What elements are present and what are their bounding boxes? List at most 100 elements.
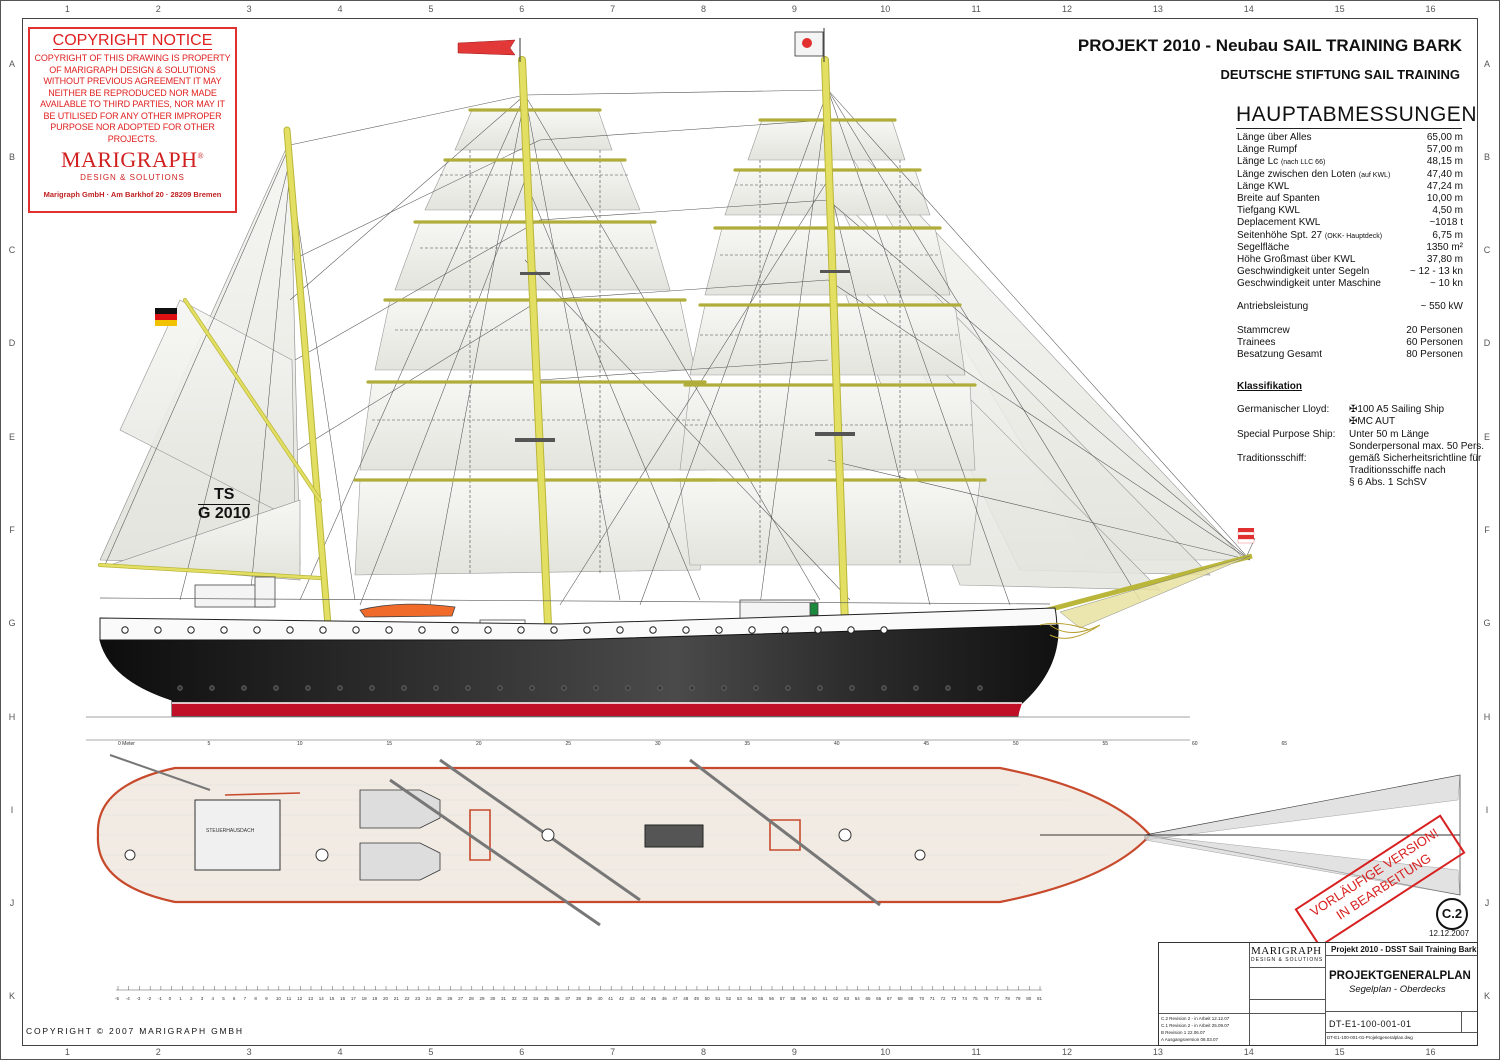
title-block-project: Projekt 2010 - DSST Sail Training Bark	[1331, 945, 1477, 954]
dimension-label: Länge Rumpf	[1237, 144, 1298, 156]
scale-bottom-label: 78	[1005, 996, 1011, 1001]
dimension-row: Länge Lc (nach LLC 66)48,15 m	[1237, 156, 1463, 168]
dimension-row: Seitenhöhe Spt. 27 (OKK- Hauptdeck)6,75 …	[1237, 230, 1463, 242]
scale-bottom-label: 6	[233, 996, 236, 1001]
dimension-label: Segelfläche	[1237, 241, 1290, 253]
porthole	[649, 626, 657, 634]
dimension-value: 4,50 m	[1432, 205, 1463, 217]
porthole	[253, 626, 261, 634]
scale-bottom-label: 77	[994, 996, 1000, 1001]
dimension-value: 65,00 m	[1426, 132, 1463, 143]
scale-top-label: 35	[745, 741, 751, 747]
hull-porthole	[689, 685, 695, 691]
crew-label: Stammcrew	[1237, 325, 1290, 336]
dimension-label: Länge Lc (nach LLC 66)	[1237, 156, 1326, 168]
tr-value-2: Traditionsschiffe nach	[1349, 465, 1446, 476]
porthole	[550, 626, 558, 634]
gl-values: ✠100 A5 Sailing Ship ✠MC AUT	[1349, 404, 1444, 428]
scale-bottom-label: 3	[201, 996, 204, 1001]
porthole	[484, 626, 492, 634]
scale-bottom-label: 28	[469, 996, 475, 1001]
hull-porthole	[977, 685, 983, 691]
grid-row-label: K	[8, 991, 15, 1002]
grid-column-label: 13	[1152, 4, 1163, 14]
title-block-file: DT-E1-100-001-01-Projektgeneralplan.dwg	[1327, 1035, 1413, 1040]
grid-row-label: B	[1483, 151, 1490, 162]
gl-value-1: ✠100 A5 Sailing Ship	[1349, 404, 1445, 415]
dimension-row: Geschwindigkeit unter Segeln ~ 12 - 13 k…	[1237, 266, 1463, 278]
scale-bottom-label: 38	[576, 996, 582, 1001]
scale-bottom-label: 75	[973, 996, 979, 1001]
grid-column-label: 8	[701, 1047, 707, 1057]
scale-bottom-label: 50	[705, 996, 711, 1001]
grid-column-label: 4	[337, 4, 343, 14]
scale-bottom-label: 67	[887, 996, 893, 1001]
grid-column-label: 8	[701, 4, 707, 14]
scale-bottom-label: 57	[780, 996, 786, 1001]
hull-porthole	[177, 685, 183, 691]
grid-column-label: 3	[246, 4, 252, 14]
scale-bottom-label: 54	[748, 996, 754, 1001]
grid-column-label: 5	[428, 1047, 434, 1057]
porthole	[352, 626, 360, 634]
scale-bottom-label: 8	[254, 996, 257, 1001]
scale-top-label: 65	[1282, 741, 1288, 747]
scale-top-label: 10	[297, 741, 303, 747]
dimension-row: Länge über Alles 65,00 m	[1237, 132, 1463, 144]
scale-bottom-label: 59	[801, 996, 807, 1001]
revision-row: B Revision 1 22.06.07	[1161, 1030, 1206, 1035]
copyright-address: Marigraph GmbH · Am Barkhof 20 · 28209 B…	[43, 190, 222, 199]
scale-bottom-label: 62	[833, 996, 839, 1001]
grid-column-label: 13	[1152, 1047, 1163, 1057]
porthole	[418, 626, 426, 634]
revision-row: C.2 Revision 2 - in Arbeit 12.12.07	[1161, 1016, 1230, 1021]
grid-row-label: G	[1483, 618, 1491, 629]
crew-value: 60 Personen	[1406, 337, 1463, 349]
hull-porthole	[465, 685, 471, 691]
crew-label: Besatzung Gesamt	[1237, 349, 1323, 361]
scale-bottom-label: 63	[844, 996, 850, 1001]
scale-bottom-label: 13	[308, 996, 314, 1001]
revision-date: 12.12.2007	[1429, 929, 1470, 938]
scale-bottom-label: 52	[726, 996, 732, 1001]
porthole	[814, 626, 822, 634]
scale-bottom-label: 2	[190, 996, 193, 1001]
grid-row-label: A	[8, 58, 15, 69]
scale-top-label: 50	[1013, 741, 1019, 747]
scale-bottom-label: -3	[136, 996, 140, 1001]
hull-porthole	[849, 685, 855, 691]
scale-bottom-label: 36	[555, 996, 561, 1001]
scale-bottom-label: 7	[244, 996, 247, 1001]
tops	[515, 270, 855, 442]
scale-bottom-label: -1	[158, 996, 162, 1001]
scale-bottom-label: 12	[297, 996, 303, 1001]
scale-bottom-label: 14	[319, 996, 325, 1001]
scale-bottom-label: 31	[501, 996, 507, 1001]
tr-value-3: § 6 Abs. 1 SchSV	[1349, 477, 1427, 488]
scale-bottom-label: 33	[522, 996, 528, 1001]
revision-code: C.2	[1436, 898, 1468, 930]
scale-bottom-label: 81	[1037, 996, 1043, 1001]
grid-column-label: 5	[428, 4, 434, 14]
revision-row: C.1 Revision 2 - in Arbeit 25.09.07	[1161, 1023, 1230, 1028]
grid-row-label: J	[1484, 898, 1490, 909]
masts	[98, 56, 849, 629]
scale-bottom-label: 34	[533, 996, 539, 1001]
title-block-plan: PROJEKTGENERALPLAN	[1329, 970, 1471, 982]
dimensions-heading: HAUPTABMESSUNGEN	[1236, 103, 1477, 126]
scale-top-label: 5	[208, 741, 211, 747]
copyright-text: COPYRIGHT OF THIS DRAWING IS PROPERTY OF…	[34, 53, 231, 144]
scale-bottom-label: 41	[608, 996, 614, 1001]
scale-top-label: 40	[834, 741, 840, 747]
scale-bottom-label: 15	[329, 996, 335, 1001]
scale-bottom-label: 1	[179, 996, 182, 1001]
porthole	[286, 626, 294, 634]
hull-porthole	[913, 685, 919, 691]
scale-bottom-label: 66	[876, 996, 882, 1001]
dimension-value: 10,00 m	[1426, 192, 1463, 204]
dimension-row: Länge Rumpf 57,00 m	[1237, 144, 1463, 156]
scale-top-label: 60	[1192, 741, 1198, 747]
grid-column-label: 14	[1243, 1047, 1254, 1057]
scale-bottom-label: 58	[790, 996, 796, 1001]
